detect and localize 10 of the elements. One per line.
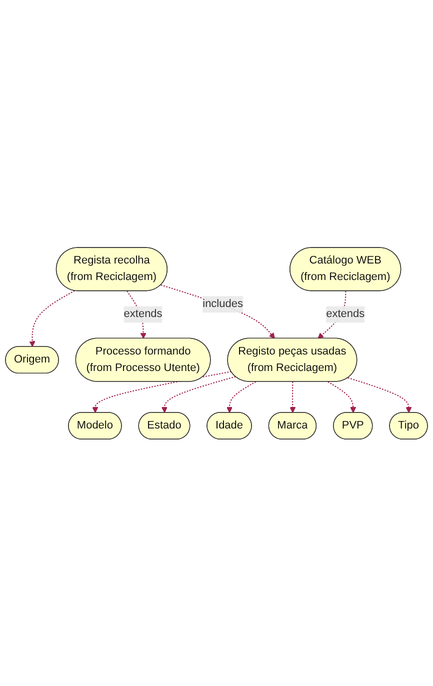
arrow xyxy=(328,381,356,413)
arrow xyxy=(348,377,412,413)
arrow xyxy=(161,376,236,413)
edge-label: includes xyxy=(202,298,243,310)
arrow xyxy=(226,381,256,413)
arrow xyxy=(290,381,296,413)
edge-label: extends xyxy=(326,308,365,320)
arrow xyxy=(160,284,275,338)
edge-label: extends xyxy=(124,308,162,320)
arrow xyxy=(29,290,75,347)
